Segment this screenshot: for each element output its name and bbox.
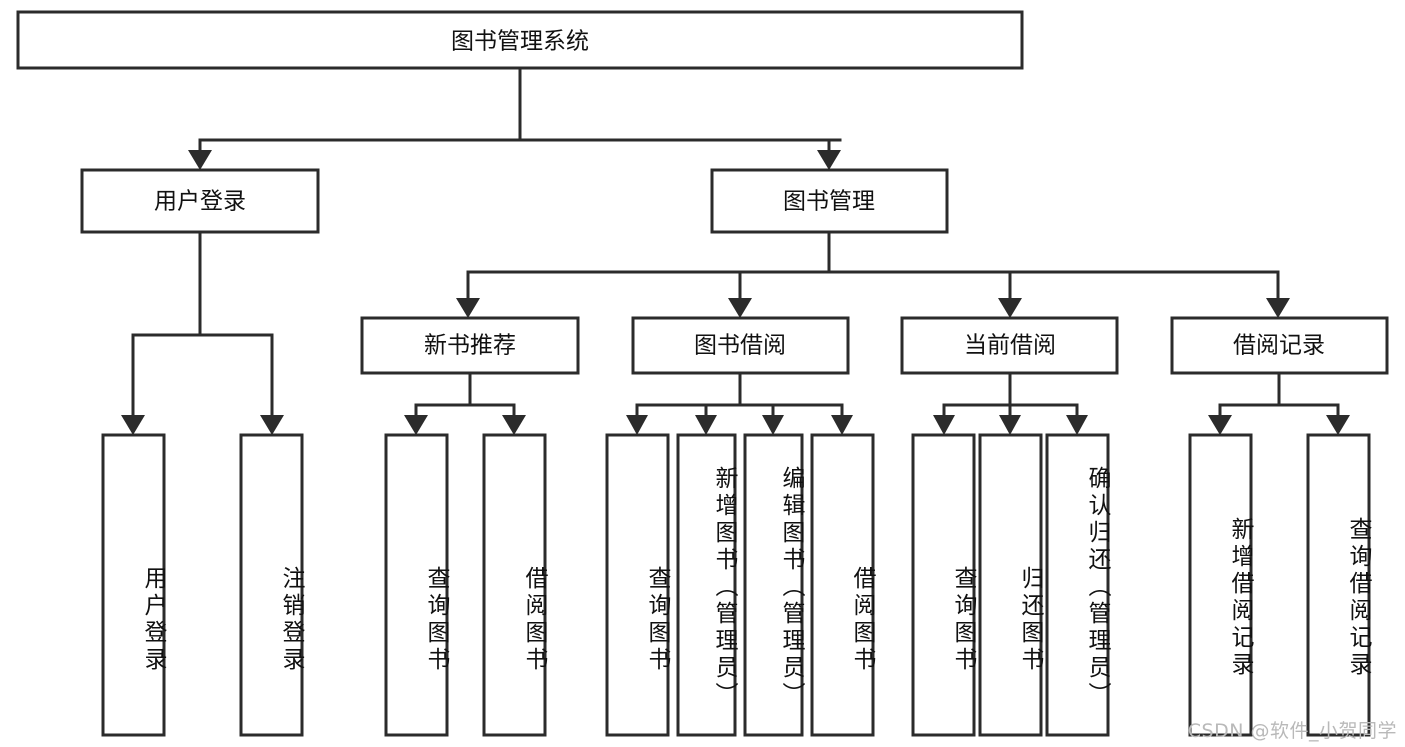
node-leaf-add-book[interactable]	[676, 433, 737, 737]
connector-newbook-to-leaves	[404, 371, 526, 435]
node-new-book-rec[interactable]: 新书推荐	[360, 316, 580, 375]
node-borrow-record[interactable]: 借阅记录	[1170, 316, 1389, 375]
node-leaf-borrow-book-1[interactable]	[482, 433, 547, 737]
node-leaf-query-book-3[interactable]	[911, 433, 976, 737]
node-borrow-record-label: 借阅记录	[1233, 333, 1325, 359]
node-book-manage[interactable]: 图书管理	[710, 168, 949, 234]
connector-bookmanage-to-level3	[456, 230, 1290, 318]
node-current-borrow-label: 当前借阅	[964, 333, 1056, 359]
node-root[interactable]: 图书管理系统	[16, 10, 1024, 70]
node-leaf-borrow-book-2[interactable]	[810, 433, 875, 737]
node-leaf-return-book[interactable]	[978, 433, 1043, 737]
connector-bookborrow-to-leaves	[626, 371, 853, 435]
node-book-borrow-label: 图书借阅	[694, 333, 786, 359]
node-user-login-label: 用户登录	[154, 189, 246, 215]
leaf-boxes	[101, 433, 1371, 737]
node-leaf-confirm-return[interactable]	[1045, 433, 1110, 737]
node-user-login[interactable]: 用户登录	[80, 168, 320, 234]
node-leaf-query-record[interactable]	[1306, 433, 1371, 737]
node-leaf-query-book-1[interactable]	[384, 433, 449, 737]
node-root-label: 图书管理系统	[451, 29, 589, 55]
connector-userlogin-to-leaves	[121, 230, 284, 435]
node-leaf-edit-book[interactable]	[743, 433, 804, 737]
node-new-book-rec-label: 新书推荐	[424, 333, 516, 359]
node-leaf-query-book-2[interactable]	[605, 433, 670, 737]
node-current-borrow[interactable]: 当前借阅	[900, 316, 1119, 375]
csdn-watermark: CSDN @软件_小贺同学	[1187, 720, 1397, 742]
connector-currentborrow-to-leaves	[933, 371, 1088, 435]
node-book-manage-label: 图书管理	[783, 189, 875, 215]
connector-root-to-level2	[188, 66, 842, 170]
node-leaf-add-record[interactable]	[1188, 433, 1253, 737]
node-leaf-user-login[interactable]	[101, 433, 166, 737]
node-book-borrow[interactable]: 图书借阅	[631, 316, 850, 375]
node-leaf-user-logout[interactable]	[239, 433, 304, 737]
connector-borrowrecord-to-leaves	[1208, 371, 1350, 435]
